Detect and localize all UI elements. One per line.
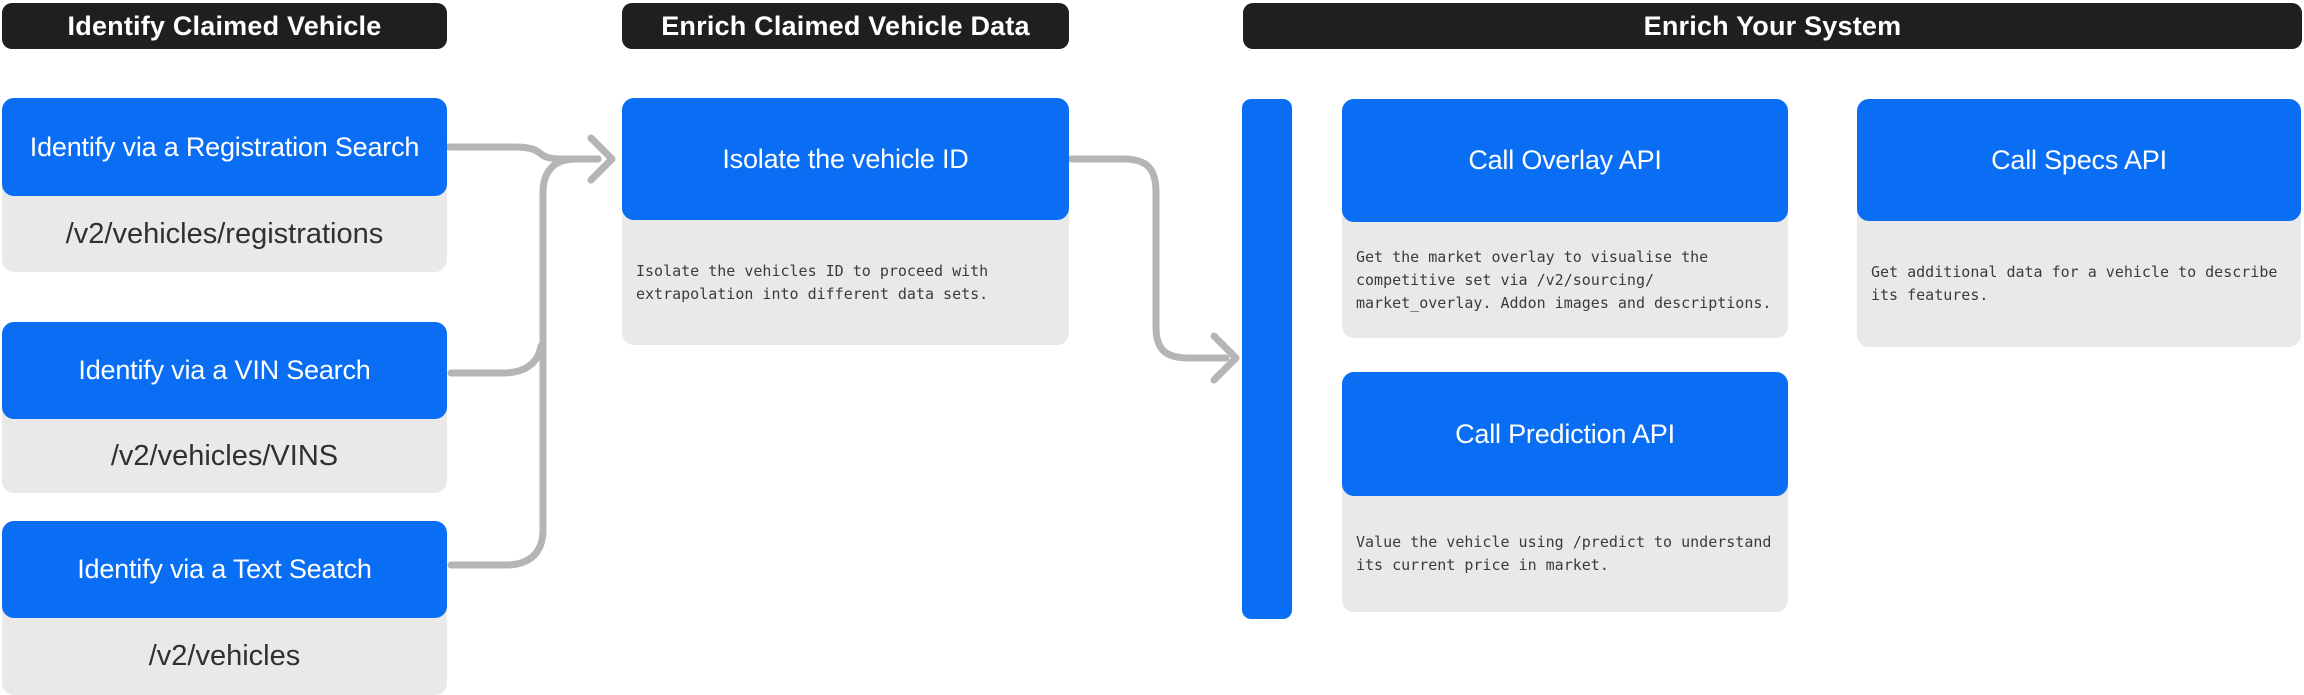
connector-vin-join (447, 342, 545, 377)
vin-search-button[interactable]: Identify via a VIN Search (2, 322, 447, 419)
registration-search-button[interactable]: Identify via a Registration Search (2, 98, 447, 196)
node-isolate-vehicle-id: Isolate the vehicle ID Isolate the vehic… (622, 98, 1069, 345)
connector-text-search-spine (447, 155, 602, 569)
call-specs-api-description: Get additional data for a vehicle to des… (1871, 263, 2278, 304)
connector-isolate-to-system (1067, 155, 1230, 362)
arrowhead-into-system-bar (1210, 332, 1240, 384)
node-text-search: Identify via a Text Seatch /v2/vehicles (2, 521, 447, 695)
node-vin-search: Identify via a VIN Search /v2/vehicles/V… (2, 322, 447, 493)
node-call-specs-api: Call Specs API Get additional data for a… (1857, 99, 2301, 347)
section-header-enrich-claimed-vehicle-data: Enrich Claimed Vehicle Data (622, 3, 1069, 49)
connector-registration-to-isolate (445, 143, 602, 163)
call-prediction-api-description: Value the vehicle using /predict to unde… (1356, 533, 1772, 574)
node-call-overlay-api: Call Overlay API Get the market overlay … (1342, 99, 1788, 338)
call-prediction-api-button[interactable]: Call Prediction API (1342, 372, 1788, 496)
call-overlay-api-description: Get the market overlay to visualise the … (1356, 247, 1772, 312)
system-stage-bar (1242, 99, 1292, 619)
call-specs-api-button[interactable]: Call Specs API (1857, 99, 2301, 221)
isolate-vehicle-id-button[interactable]: Isolate the vehicle ID (622, 98, 1069, 220)
node-registration-search: Identify via a Registration Search /v2/v… (2, 98, 447, 272)
call-overlay-api-button[interactable]: Call Overlay API (1342, 99, 1788, 222)
node-call-prediction-api: Call Prediction API Value the vehicle us… (1342, 372, 1788, 612)
section-header-identify-claimed-vehicle: Identify Claimed Vehicle (2, 3, 447, 49)
text-search-endpoint: /v2/vehicles (148, 640, 301, 672)
text-search-button[interactable]: Identify via a Text Seatch (2, 521, 447, 618)
vin-search-endpoint: /v2/vehicles/VINS (110, 439, 339, 472)
arrowhead-into-isolate (587, 134, 616, 184)
registration-search-endpoint: /v2/vehicles/registrations (65, 217, 384, 250)
isolate-vehicle-id-description: Isolate the vehicles ID to proceed with … (636, 261, 989, 303)
section-header-enrich-your-system: Enrich Your System (1243, 3, 2302, 49)
